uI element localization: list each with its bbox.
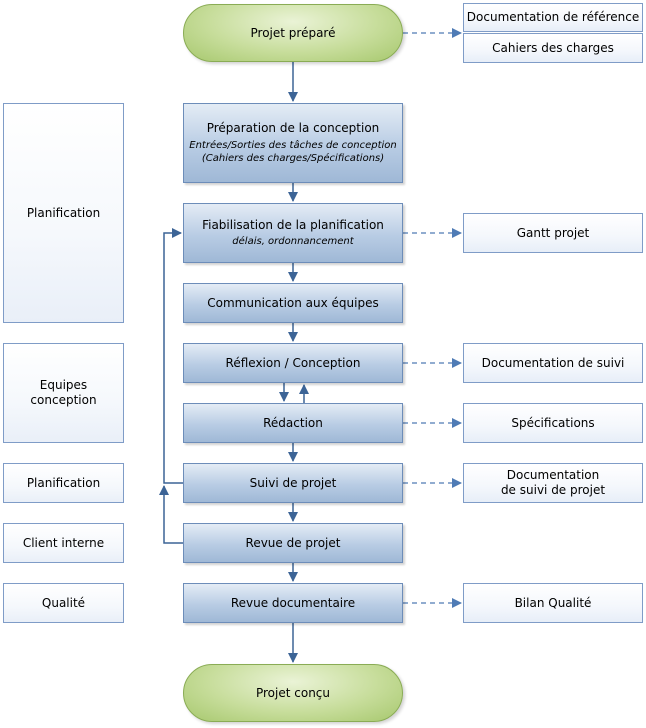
terminal-start-label: Projet préparé [250, 25, 336, 40]
role-client-interne: Client interne [3, 523, 124, 563]
role-planification-main-label: Planification [26, 205, 101, 220]
step-reflexion-label: Réflexion / Conception [225, 355, 361, 370]
doc-suivi-projet: Documentation de suivi de projet [463, 463, 643, 503]
role-client-interne-label: Client interne [22, 535, 105, 550]
doc-specifications-label: Spécifications [511, 415, 595, 430]
step-revue-projet-label: Revue de projet [245, 535, 341, 550]
step-preparation: Préparation de la conception Entrées/Sor… [183, 103, 403, 183]
step-communication: Communication aux équipes [183, 283, 403, 323]
step-revue-doc-label: Revue documentaire [230, 595, 356, 610]
doc-suivi-projet-line1: Documentation [506, 468, 600, 482]
doc-suivi: Documentation de suivi [463, 343, 643, 383]
step-fiabilisation: Fiabilisation de la planification délais… [183, 203, 403, 263]
doc-suivi-label: Documentation de suivi [481, 355, 625, 370]
step-fiabilisation-title: Fiabilisation de la planification [202, 218, 384, 232]
step-revue-doc: Revue documentaire [183, 583, 403, 623]
doc-bilan-label: Bilan Qualité [514, 595, 592, 610]
step-revue-projet: Revue de projet [183, 523, 403, 563]
step-reflexion: Réflexion / Conception [183, 343, 403, 383]
role-planification-suivi-label: Planification [26, 475, 101, 490]
doc-specifications: Spécifications [463, 403, 643, 443]
doc-gantt: Gantt projet [463, 213, 643, 253]
role-equipes-line1: Equipes [39, 378, 88, 392]
role-planification-main: Planification [3, 103, 124, 323]
role-equipes-conception: Equipes conception [3, 343, 124, 443]
doc-cahiers: Cahiers des charges [463, 33, 643, 63]
terminal-end-label: Projet conçu [255, 685, 331, 700]
role-planification-suivi: Planification [3, 463, 124, 503]
step-suivi: Suivi de projet [183, 463, 403, 503]
doc-suivi-projet-line2: de suivi de projet [500, 483, 606, 497]
doc-cahiers-label: Cahiers des charges [492, 40, 614, 55]
role-qualite: Qualité [3, 583, 124, 623]
step-suivi-label: Suivi de projet [249, 475, 337, 490]
step-preparation-sub1: Entrées/Sorties des tâches de conception [189, 140, 397, 151]
doc-gantt-label: Gantt projet [516, 225, 590, 240]
doc-reference-label: Documentation de référence [466, 10, 640, 24]
terminal-end: Projet conçu [183, 664, 403, 722]
feedback-suivi-to-fiabilisation [163, 228, 183, 484]
step-communication-label: Communication aux équipes [207, 295, 379, 310]
doc-bilan: Bilan Qualité [463, 583, 643, 623]
step-preparation-title: Préparation de la conception [206, 121, 380, 135]
feedback-revue-to-suivi [159, 485, 183, 544]
doc-reference: Documentation de référence [463, 3, 643, 32]
role-qualite-label: Qualité [41, 595, 86, 610]
step-fiabilisation-sub1: délais, ordonnancement [232, 236, 354, 247]
step-redaction-label: Rédaction [263, 415, 323, 430]
step-redaction: Rédaction [183, 403, 403, 443]
step-preparation-sub2: (Cahiers des charges/Spécifications) [201, 153, 385, 164]
terminal-start: Projet préparé [183, 4, 403, 62]
role-equipes-line2: conception [30, 393, 97, 407]
